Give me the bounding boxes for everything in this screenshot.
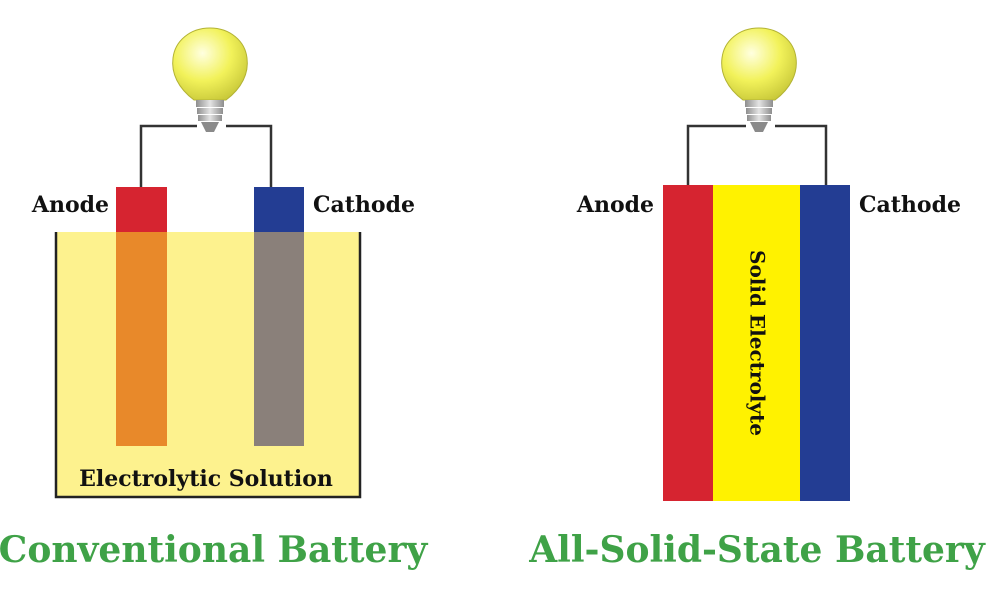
conventional-battery-title: Conventional Battery <box>0 529 428 571</box>
solid-electrolyte-layer <box>713 185 800 501</box>
anode-electrode-top <box>116 187 167 232</box>
conventional-cathode-label: Cathode <box>313 192 415 218</box>
solid-wire-right <box>775 124 828 185</box>
light-bulb-icon <box>172 27 248 132</box>
conventional-battery: Anode Cathode Electrolytic Solution Conv… <box>0 27 428 571</box>
solid-state-battery: Anode Cathode Solid Electrolyte All-Soli… <box>528 27 986 571</box>
anode-electrode-immersed <box>116 232 167 446</box>
solid-anode-layer <box>663 185 713 501</box>
electrolytic-solution-label: Electrolytic Solution <box>79 466 333 492</box>
conventional-wire-right <box>226 124 273 187</box>
conventional-anode-label: Anode <box>31 192 109 218</box>
solid-cathode-label: Cathode <box>859 192 961 218</box>
conventional-wire-left <box>139 124 197 187</box>
solid-state-battery-title: All-Solid-State Battery <box>528 529 986 571</box>
solid-wire-left <box>686 124 746 185</box>
cathode-electrode-immersed <box>254 232 304 446</box>
light-bulb-icon <box>721 27 797 132</box>
cathode-electrode-top <box>254 187 304 232</box>
container-outline <box>54 232 362 499</box>
solid-cathode-layer <box>800 185 850 501</box>
solid-electrolyte-label: Solid Electrolyte <box>746 250 770 436</box>
solid-anode-label: Anode <box>576 192 654 218</box>
electrolytic-solution <box>56 232 360 497</box>
